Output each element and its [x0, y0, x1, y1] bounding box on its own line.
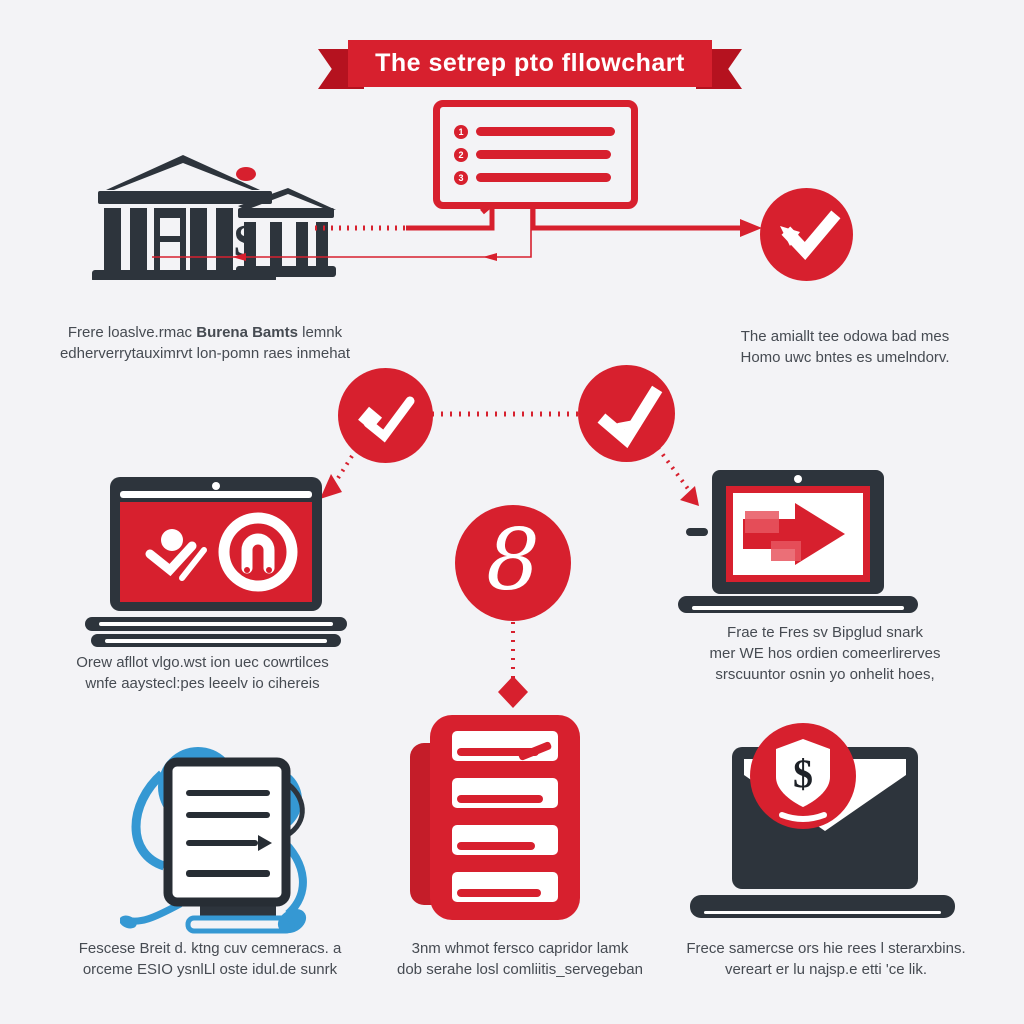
bezel-strip	[120, 491, 312, 498]
caption-line: orceme ESIO ysnlLl oste idul.de sunrk	[82, 961, 338, 978]
caption-line: Frae te Fres sv Bipglud snark	[727, 624, 923, 641]
bank-dollar-icon: $	[234, 215, 257, 266]
form-field	[452, 778, 558, 808]
form-front-sheet	[430, 715, 580, 920]
checklist-card: 1 2 3	[433, 100, 638, 209]
bank-caption: Frere loaslve.rmac Burena Bamts lemnk ed…	[40, 322, 370, 364]
caption-line: mer WE hos ordien comeerlirerves	[709, 645, 941, 662]
secure-caption: Frece samercse ors hie rees l sterarxbin…	[662, 938, 990, 980]
checklist-row: 1	[454, 124, 617, 139]
approval-check-icon	[760, 188, 853, 281]
webcam-dot-icon	[212, 482, 220, 490]
caption-line: dob serahe losl comliitis_servegeban	[397, 961, 643, 978]
form-field	[452, 872, 558, 902]
laptop-foot	[686, 528, 708, 536]
red-list-caption: 3nm whmot fersco capridor lamk dob serah…	[375, 938, 665, 980]
red-form-icon	[410, 715, 600, 930]
laptop-screen	[110, 477, 322, 611]
approval-caption: The amiallt tee odowa bad mes Homo uwc b…	[690, 326, 1000, 368]
envelope-icon	[744, 775, 906, 877]
bank-red-dot	[236, 167, 256, 181]
checklist-row: 2	[454, 147, 617, 162]
checklist-line	[476, 127, 615, 136]
bank-caption-line2: edherverrytauximrvt lon-pomn raes inmeha…	[59, 345, 351, 362]
page-title: The setrep pto fllowchart	[375, 49, 685, 77]
caption-line: Homo uwc bntes es umelndorv.	[740, 349, 950, 366]
dollar-icon: $	[793, 751, 813, 796]
dollar-shield-badge: $	[750, 723, 856, 829]
form-entry-bar	[457, 889, 541, 897]
checklist-bullet-icon: 3	[454, 170, 468, 185]
check-step-icon-right	[578, 365, 675, 462]
laptop-base-lower	[91, 634, 341, 647]
screen-content	[120, 502, 312, 602]
document-support-icon	[120, 747, 307, 934]
form-entry-bar	[457, 795, 543, 803]
secure-lock-icon	[218, 512, 298, 592]
caption-line: wnfe aaystecl:pes leeelv io cihereis	[85, 675, 320, 692]
document-page	[163, 757, 291, 907]
laptop-right-caption: Frae te Fres sv Bipglud snark mer WE hos…	[665, 622, 985, 685]
user-check-icon	[145, 529, 207, 581]
caption-line: The amiallt tee odowa bad mes	[740, 328, 950, 345]
caption-line: Fescese Breit d. ktng cuv cemneracs. a	[78, 940, 342, 957]
step-number-badge: 8	[455, 505, 571, 621]
checklist-bullet-icon: 2	[454, 147, 468, 162]
line-arrow	[258, 835, 272, 851]
form-entry-bar	[457, 748, 539, 756]
laptop-base	[678, 596, 918, 613]
form-field	[452, 731, 558, 762]
caption-line: srscuuntor osnin yo onhelit hoes,	[715, 666, 935, 683]
secure-laptop: $	[690, 723, 955, 930]
laptop-left-caption: Orew afllot vlgo.wst ion uec cowrtilces …	[35, 652, 370, 694]
checklist-line	[476, 150, 611, 159]
title-ribbon: The setrep pto fllowchart	[348, 40, 712, 87]
webcam-dot-icon	[794, 475, 802, 483]
arrow-right-icon	[743, 503, 845, 565]
laptop-left	[85, 477, 347, 649]
caption-text-bold: Burena Bamts	[196, 324, 298, 341]
caption-line: 3nm whmot fersco capridor lamk	[411, 940, 629, 957]
checklist-line	[476, 173, 611, 182]
caption-line: vereart er lu najsp.e etti 'ce lik.	[724, 961, 928, 978]
check-step-icon-left	[338, 368, 433, 463]
shield-icon	[776, 739, 830, 807]
laptop-base	[85, 617, 347, 631]
checklist-row: 3	[454, 170, 617, 185]
caption-line: Orew afllot vlgo.wst ion uec cowrtilces	[76, 654, 329, 671]
tray-outline	[185, 915, 295, 934]
caption-text: Frere loaslve.rmac	[67, 324, 197, 341]
step-number: 8	[486, 511, 540, 609]
cable-left	[131, 770, 166, 871]
screen-inner	[733, 493, 863, 575]
laptop-base	[690, 895, 955, 918]
checklist-bullet-icon: 1	[454, 124, 468, 139]
form-field	[452, 825, 558, 855]
form-entry-bar	[457, 842, 535, 850]
documents-caption: Fescese Breit d. ktng cuv cemneracs. a o…	[50, 938, 370, 980]
pen-tip	[517, 740, 553, 762]
caption-line: Frece samercse ors hie rees l sterarxbin…	[686, 940, 966, 957]
screen-content	[726, 486, 870, 582]
bank-caption-line1: Frere loaslve.rmac Burena Bamts lemnk	[40, 322, 370, 343]
laptop-right	[678, 470, 918, 615]
caption-text: lemnk	[297, 324, 343, 341]
laptop-screen	[712, 470, 884, 594]
